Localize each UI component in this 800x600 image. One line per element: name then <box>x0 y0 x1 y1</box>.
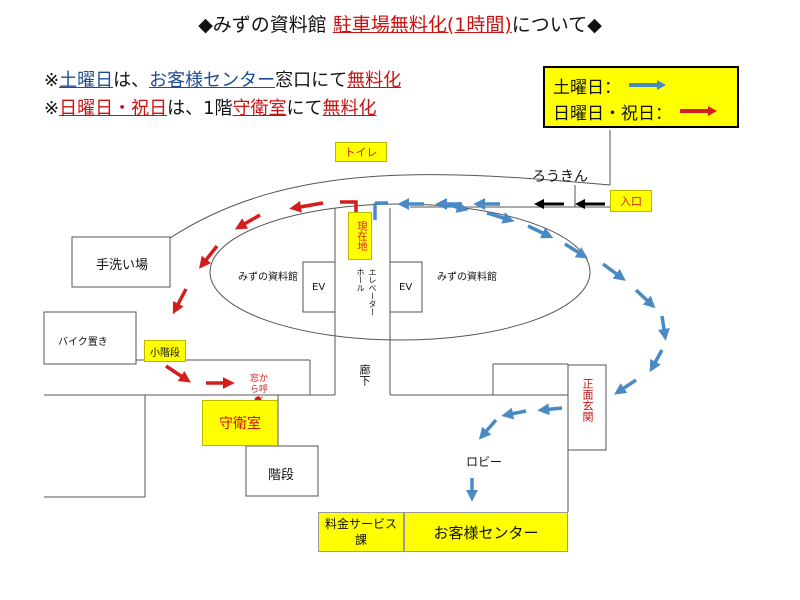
saturday-route <box>373 198 670 502</box>
free-text: 無料化 <box>322 98 377 119</box>
current-location-text: 現在地 <box>355 221 366 251</box>
title-prefix: ◆みずの資料館 <box>198 14 333 36</box>
red-route-arrow <box>289 200 324 213</box>
page-title: ◆みずの資料館 駐車場無料化(1時間)について◆ <box>0 10 800 37</box>
customer-center-text: お客様センター <box>433 523 539 542</box>
fee-service-label: 料金サービス課 <box>318 512 404 552</box>
red-route-arrow <box>165 364 191 383</box>
blue-route-arrow <box>527 224 554 239</box>
red-route-arrow <box>199 244 219 269</box>
title-highlight: 駐車場無料化(1時間) <box>332 14 512 36</box>
ev-right-label: EV <box>399 282 413 293</box>
blue-route-arrow <box>614 378 637 395</box>
blue-route-arrow <box>649 349 664 373</box>
customer-center-label: お客様センター <box>404 512 568 552</box>
red-route-line <box>340 200 358 212</box>
legend-box: 土曜日： 日曜日・祝日： <box>543 66 739 128</box>
small-stairs-label: 小階段 <box>144 340 186 362</box>
blue-route-arrow <box>658 315 670 341</box>
lobby-label: ロビー <box>466 455 503 469</box>
ev-right-box <box>389 261 423 313</box>
handwash-box <box>71 236 171 288</box>
blue-route-arrow <box>564 242 589 259</box>
current-location-label: 現在地 <box>348 212 372 260</box>
guard-room-text: 守衛室 <box>219 416 261 432</box>
hallway-label: 廊下 <box>358 364 371 386</box>
guard-room-ref: 守衛室 <box>232 98 287 119</box>
toilet-text: トイレ <box>344 146 378 159</box>
sunday-note: ※日曜日・祝日は、1階守衛室にて無料化 <box>44 94 377 120</box>
stairs-box <box>245 445 319 497</box>
small-stairs-text: 小階段 <box>150 347 180 359</box>
ev-left-box <box>302 261 336 313</box>
bike-parking-label: バイク置き <box>58 337 108 348</box>
blue-arrow-icon <box>629 80 666 90</box>
corridor-label: ろうきん <box>532 169 588 185</box>
saturday-day: 土曜日 <box>59 70 114 91</box>
note-text: は、1階 <box>167 98 233 119</box>
toilet-label: トイレ <box>335 142 387 162</box>
legend-saturday: 土曜日： <box>553 72 729 98</box>
elevator-hall-label: エレベーターホール <box>356 268 377 316</box>
note-text: は、 <box>113 70 150 91</box>
blue-route-arrow <box>537 403 563 416</box>
main-entrance-box <box>567 364 607 451</box>
note-text: 窓口にて <box>275 70 348 91</box>
note-mark: ※ <box>44 70 60 91</box>
blue-route-arrow <box>601 262 626 281</box>
blue-route-arrow <box>478 418 498 440</box>
sunday-day: 日曜日・祝日 <box>59 98 168 119</box>
title-suffix: について◆ <box>511 14 602 36</box>
outer-curve-wall <box>169 174 611 239</box>
fee-service-text: 料金サービス課 <box>325 517 398 547</box>
free-text: 無料化 <box>347 70 402 91</box>
note-mark: ※ <box>44 98 60 119</box>
legend-sunday-label: 日曜日・祝日： <box>553 103 672 124</box>
bike-box <box>43 311 137 365</box>
entrance-text: 入口 <box>620 195 642 208</box>
main-entrance-label: 正面玄関 <box>581 378 594 422</box>
guard-room-label: 守衛室 <box>202 400 278 446</box>
entrance-label: 入口 <box>610 190 652 212</box>
blue-route-arrow <box>441 201 469 213</box>
saturday-note: ※土曜日は、お客様センター窓口にて無料化 <box>44 66 401 92</box>
blue-route-arrow <box>486 211 515 224</box>
walls <box>43 130 611 512</box>
stairs-label: 階段 <box>268 468 295 483</box>
legend-sunday: 日曜日・祝日： <box>553 98 729 124</box>
legend-saturday-label: 土曜日： <box>553 77 621 98</box>
building-right-label: みずの資料館 <box>437 272 497 283</box>
red-route-arrow <box>172 288 188 315</box>
red-route-arrow <box>234 213 261 230</box>
ev-left-label: EV <box>312 282 326 293</box>
blue-route-arrow <box>501 407 527 420</box>
sunday-route <box>165 200 358 389</box>
red-arrow-icon <box>680 106 717 116</box>
handwash-label: 手洗い場 <box>96 258 149 273</box>
customer-center-ref: お客様センター <box>149 70 276 91</box>
building-left-label: みずの資料館 <box>238 272 298 283</box>
note-text: にて <box>286 98 323 119</box>
blue-route-arrow <box>634 288 656 309</box>
